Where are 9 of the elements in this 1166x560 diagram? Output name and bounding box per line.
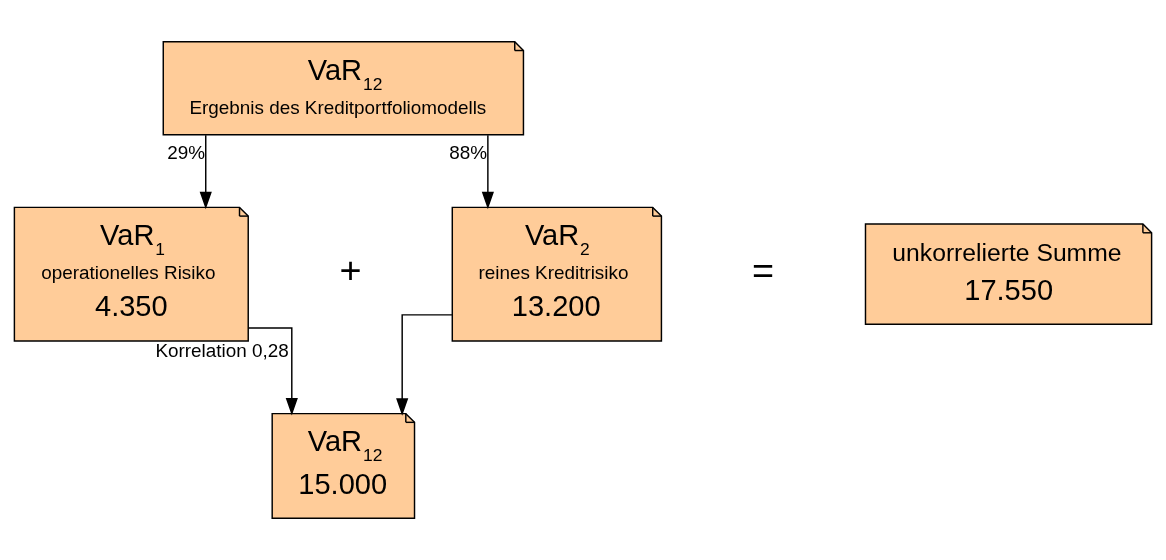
edge-label: 29% xyxy=(167,141,206,163)
arrow xyxy=(481,134,494,210)
label: + xyxy=(339,249,362,292)
edge-label: Korrelation 0,28 xyxy=(155,339,289,361)
arrow xyxy=(396,314,453,416)
arrow xyxy=(247,327,298,416)
edge-label: 88% xyxy=(449,141,488,163)
arrow xyxy=(199,134,212,210)
label: = xyxy=(752,249,775,292)
